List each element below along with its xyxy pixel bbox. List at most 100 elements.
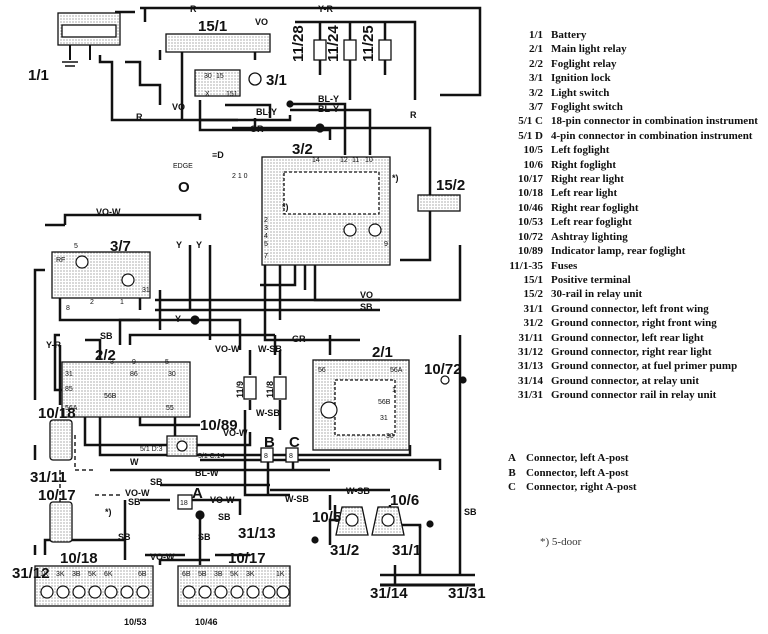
legend-code: 11/1-35	[509, 259, 543, 272]
label-c3-2: 3/2	[292, 141, 313, 158]
label-f3: 11/25	[360, 25, 377, 62]
legend-desc: 30-rail in relay unit	[551, 288, 643, 301]
label-sb3: SB	[150, 477, 163, 487]
label-c2-2: 2/2	[95, 347, 116, 364]
label-c15-2: 15/2	[436, 177, 465, 194]
legend-code: 3/1	[528, 72, 543, 85]
label-n8a: 8	[264, 453, 268, 460]
connector-c-8	[285, 447, 299, 463]
label-wsb1: W-SB	[258, 344, 282, 354]
fuse-11-9	[243, 376, 257, 400]
label-r3: R	[410, 110, 417, 120]
legend-desc: Positive terminal	[551, 273, 631, 286]
legend-code: 31/11	[518, 331, 543, 344]
connector-code: B	[508, 466, 516, 479]
legend-desc: Right foglight	[551, 158, 617, 171]
label-r22-56A: 56A	[65, 405, 78, 412]
label-lamp-1K: 1K	[40, 571, 49, 578]
label-pin151: 151	[226, 91, 238, 98]
legend-desc: Fuses	[551, 259, 578, 272]
label-r21-56B: 56B	[378, 399, 391, 406]
label-c10-18a: 10/18	[38, 405, 76, 422]
label-sb2: SB	[100, 331, 113, 341]
legend-desc: 4-pin connector in combination instrumen…	[551, 129, 753, 142]
label-s37-2: 2	[90, 299, 94, 306]
ignition-lock-3-1	[194, 69, 241, 97]
label-y2: Y	[196, 240, 202, 250]
label-lamp-3B: 3B	[214, 571, 223, 578]
label-s32-2: 2	[264, 217, 268, 224]
label-c10-53: 10/53	[124, 617, 147, 627]
label-r22-9: 9	[132, 359, 136, 366]
label-c10-6: 10/6	[390, 492, 419, 509]
legend-code: 10/6	[523, 158, 543, 171]
legend-code: 31/12	[517, 345, 543, 358]
legend-code: 10/89	[517, 245, 543, 258]
label-vow6: VO-W	[150, 552, 175, 562]
connector-code: A	[508, 452, 516, 464]
rear-light-10-17-plug	[49, 501, 73, 543]
legend-desc: Ground connector, left front wing	[551, 302, 709, 315]
connector-b-8	[260, 447, 274, 463]
legend-desc: Ground connector, at fuel primer pump	[551, 360, 738, 373]
label-c1-1: 1/1	[28, 67, 49, 84]
label-f5: 11/8	[265, 381, 275, 398]
legend-desc: Ground connector, right rear light	[551, 345, 712, 358]
label-vo3: VO	[360, 290, 373, 300]
label-vo2: VO	[172, 102, 185, 112]
label-vow5: VO-W	[210, 495, 235, 505]
label-y3: Y	[175, 314, 181, 324]
label-sb8: SB	[128, 497, 141, 507]
legend-code: 31/1	[523, 302, 543, 315]
label-r21-31: 31	[380, 415, 388, 422]
label-yr1: Y-R	[318, 4, 334, 14]
label-lamp-5B: 5B	[198, 571, 207, 578]
legend-code: 31/31	[517, 389, 543, 402]
legend-desc: Main light relay	[551, 43, 627, 56]
label-bly3: BL-Y	[318, 104, 339, 114]
label-c31-11: 31/11	[30, 469, 67, 486]
label-scale: 2 1 0	[232, 173, 248, 180]
label-r22-31: 31	[65, 371, 73, 378]
label-lamp-1K: 1K	[276, 571, 285, 578]
positive-terminal-15-1	[165, 33, 271, 53]
label-r22-5: 5	[165, 359, 169, 366]
label-c10-17b: 10/17	[228, 550, 266, 567]
legend-code: 15/1	[523, 273, 543, 286]
label-lamp-3B: 3B	[72, 571, 81, 578]
label-star3: *)	[105, 507, 112, 517]
label-sb4: SB	[218, 512, 231, 522]
label-r21-30: 30	[386, 433, 394, 440]
dashed-wiring	[59, 435, 120, 505]
label-s37-8: 8	[66, 305, 70, 312]
legend-desc: Ignition lock	[551, 72, 611, 85]
connector-a-18	[177, 494, 193, 510]
legend-code: 3/7	[528, 101, 543, 114]
legend-row: 31/1 Ground connector, left front wing	[498, 302, 766, 316]
legend-desc: Right rear light	[551, 173, 624, 186]
label-bA: A	[192, 485, 203, 502]
legend-desc: Foglight relay	[551, 57, 617, 70]
footnote: *) 5-door	[540, 536, 582, 548]
label-c15-1: 15/1	[198, 18, 227, 35]
label-s32-14: 14	[312, 157, 320, 164]
label-s32-9: 9	[384, 241, 388, 248]
label-sb5: SB	[464, 507, 477, 517]
label-r21-1: 1	[392, 387, 396, 394]
rear-light-10-18-plug	[49, 419, 73, 461]
label-vow3: VO-W	[223, 428, 248, 438]
label-r22-85: 85	[65, 386, 73, 393]
legend-code: 10/17	[517, 173, 543, 186]
label-conn51c: 5/1 C:14	[198, 453, 225, 460]
label-pin30: 30	[204, 73, 212, 80]
